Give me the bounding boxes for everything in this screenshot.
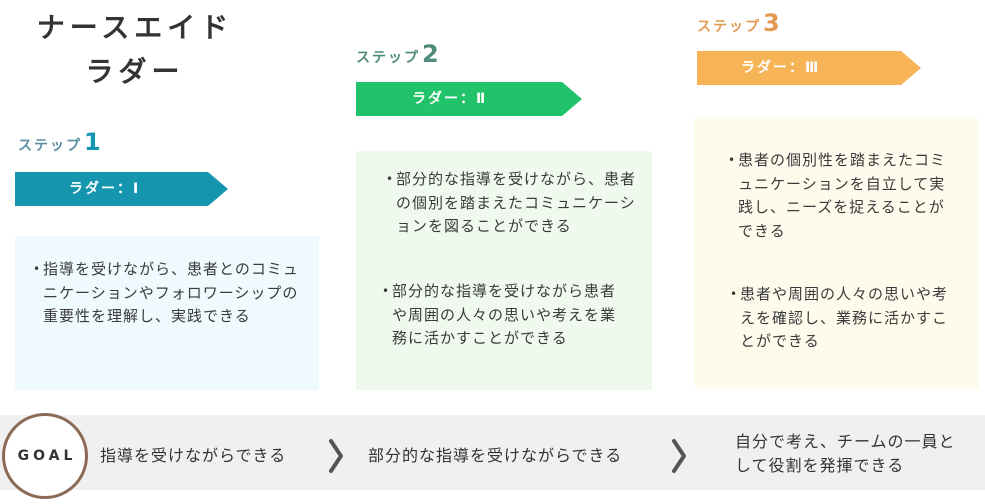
goal-item-1: 指導を受けながらできる — [100, 446, 287, 465]
bullet-dot-icon: • — [730, 287, 739, 301]
goal-item-3: 自分で考え、チームの一員として役割を発揮できる — [735, 432, 956, 475]
step-2-label-text: ステップ — [356, 50, 420, 66]
step-3-label: ステップ3 — [697, 9, 780, 37]
step-1-box: • 指導を受けながら、患者とのコミュニケーションやフォロワーシップの重要性を理解… — [15, 236, 319, 390]
step-2-number: 2 — [422, 40, 439, 68]
step-3-label-text: ステップ — [697, 19, 761, 35]
step-2-bullet-1: • 部分的な指導を受けながら、患者の個別を踏まえたコミュニケーションを図ることが… — [386, 168, 644, 239]
step-1-number: 1 — [84, 128, 101, 156]
chevron-right-icon — [672, 439, 686, 473]
goal-item-2: 部分的な指導を受けながらできる — [368, 446, 623, 465]
goal-badge: GOAL — [2, 413, 88, 499]
step-3-bullet-1-text: 患者の個別性を踏まえたコミュニケーションを自立して実践し、ニーズを捉えることがで… — [738, 151, 947, 240]
step-3-box: • 患者の個別性を踏まえたコミュニケーションを自立して実践し、ニーズを捉えること… — [694, 117, 979, 388]
step-2-label: ステップ2 — [356, 40, 439, 68]
step-2-bullet-2: • 部分的な指導を受けながら患者や周囲の人々の思いや考えを業務に活かすことができ… — [382, 280, 630, 351]
title-line-1: ナースエイド — [36, 11, 234, 44]
goal-bar — [0, 415, 985, 490]
step-3-bullet-2-text: 患者や周囲の人々の思いや考えを確認し、業務に活かすことができる — [740, 285, 949, 350]
step-1-label-text: ステップ — [18, 138, 82, 154]
step-2-bullet-1-text: 部分的な指導を受けながら、患者の個別を踏まえたコミュニケーションを図ることができ… — [396, 170, 637, 235]
title-line-2: ラダー — [85, 55, 185, 88]
step-3-number: 3 — [763, 9, 780, 37]
step-3-ladder-text: ラダー：Ⅲ — [741, 60, 821, 76]
step-1-ladder-ribbon: ラダー：Ⅰ — [15, 172, 228, 206]
step-1-label: ステップ1 — [18, 128, 101, 156]
step-3-bullet-2: • 患者や周囲の人々の思いや考えを確認し、業務に活かすことができる — [730, 283, 954, 354]
bullet-dot-icon: • — [33, 262, 42, 276]
bullet-dot-icon: • — [382, 284, 391, 298]
goal-label: GOAL — [17, 448, 77, 464]
step-2-ladder-text: ラダー：Ⅱ — [412, 91, 488, 107]
step-2-box: • 部分的な指導を受けながら、患者の個別を踏まえたコミュニケーションを図ることが… — [356, 151, 652, 390]
step-1-ladder-text: ラダー：Ⅰ — [69, 181, 141, 197]
step-1-bullet-1-text: 指導を受けながら、患者とのコミュニケーションやフォロワーシップの重要性を理解し、… — [43, 260, 299, 325]
step-1-bullet-1: • 指導を受けながら、患者とのコミュニケーションやフォロワーシップの重要性を理解… — [33, 258, 309, 329]
page-title: ナースエイド ラダー — [30, 6, 240, 94]
step-3-bullet-1: • 患者の個別性を踏まえたコミュニケーションを自立して実践し、ニーズを捉えること… — [728, 149, 950, 243]
step-2-ladder-ribbon: ラダー：Ⅱ — [356, 82, 582, 116]
bullet-dot-icon: • — [728, 153, 737, 167]
step-2-bullet-2-text: 部分的な指導を受けながら患者や周囲の人々の思いや考えを業務に活かすことができる — [392, 282, 617, 347]
bullet-dot-icon: • — [386, 172, 395, 186]
step-3-ladder-ribbon: ラダー：Ⅲ — [697, 51, 921, 85]
chevron-right-icon — [329, 439, 343, 473]
